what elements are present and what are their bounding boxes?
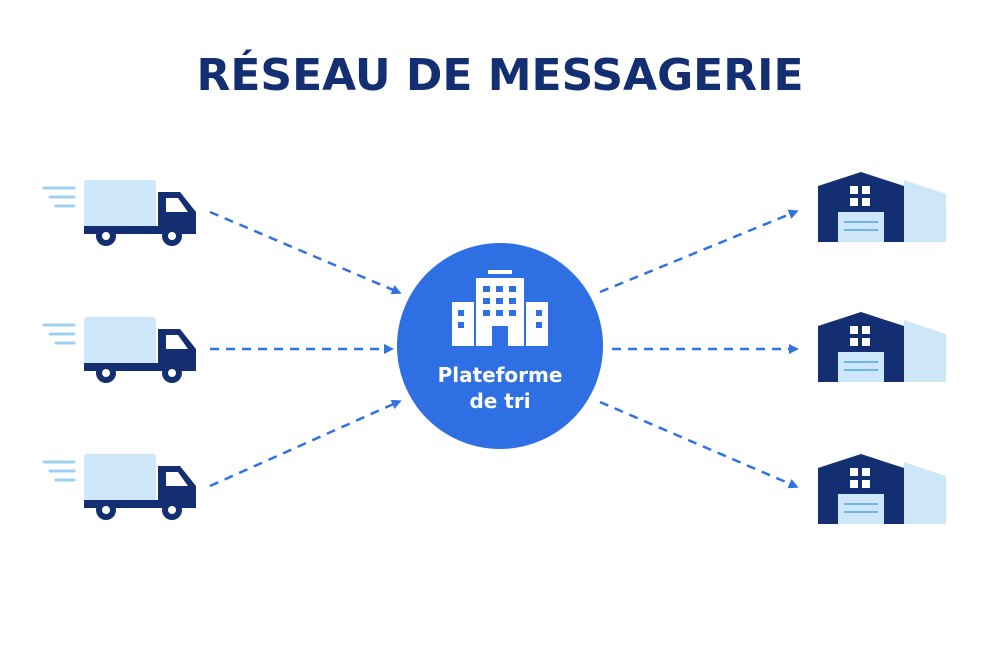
arrow-hub-to-warehouse-3: [599, 400, 799, 489]
hub-label-line1: Plateforme: [438, 363, 563, 387]
delivery-truck-icon: [42, 315, 198, 385]
office-building-icon: [452, 270, 548, 346]
page-title: RÉSEAU DE MESSAGERIE: [196, 50, 804, 101]
delivery-truck-icon: [42, 178, 198, 248]
arrow-truck-1-to-hub: [209, 210, 402, 295]
arrow-truck-3-to-hub: [209, 399, 402, 488]
hub-node: Plateforme de tri: [397, 243, 603, 449]
hub-label-line2: de tri: [469, 389, 530, 413]
arrow-hub-to-warehouse-1: [599, 209, 799, 294]
warehouse-icon: [817, 453, 947, 525]
delivery-truck-icon: [42, 452, 198, 522]
warehouse-icon: [817, 311, 947, 383]
warehouse-icon: [817, 171, 947, 243]
